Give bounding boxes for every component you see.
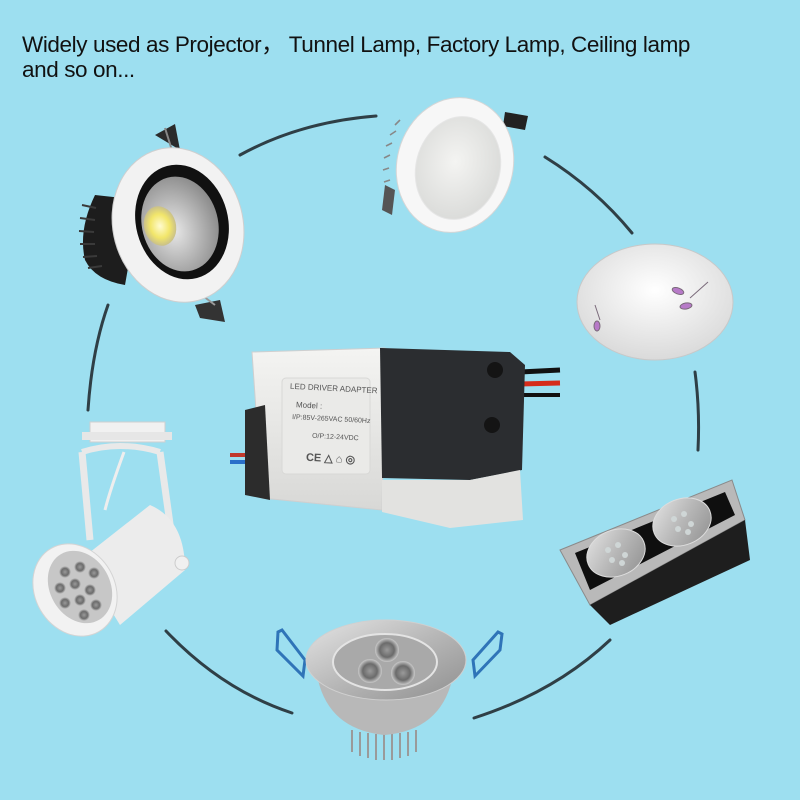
caption-line-1: Widely used as Projector， Tunnel Lamp, F…	[22, 32, 691, 57]
arc-left	[86, 303, 110, 412]
arc-right	[693, 370, 701, 452]
connecting-arcs	[86, 114, 701, 720]
arc-lower-left	[164, 629, 294, 715]
arc-lower-right	[472, 638, 612, 720]
ce-mark-icon: CE △ ⌂ ◎	[305, 451, 356, 467]
caption: Widely used as Projector， Tunnel Lamp, F…	[22, 32, 792, 82]
grille-spotlight	[559, 479, 750, 625]
panel-downlight	[382, 97, 528, 233]
arc-upper-right	[543, 155, 634, 235]
cob-downlight	[78, 124, 245, 322]
led-driver-adapter	[230, 347, 561, 528]
track-spotlight	[32, 421, 190, 637]
ceiling-lamp	[576, 243, 734, 361]
adapter-label-model: Model :	[295, 400, 323, 411]
caption-line-2: and so on...	[22, 57, 135, 82]
three-led-spotlight	[275, 619, 504, 760]
arc-top	[238, 114, 378, 157]
